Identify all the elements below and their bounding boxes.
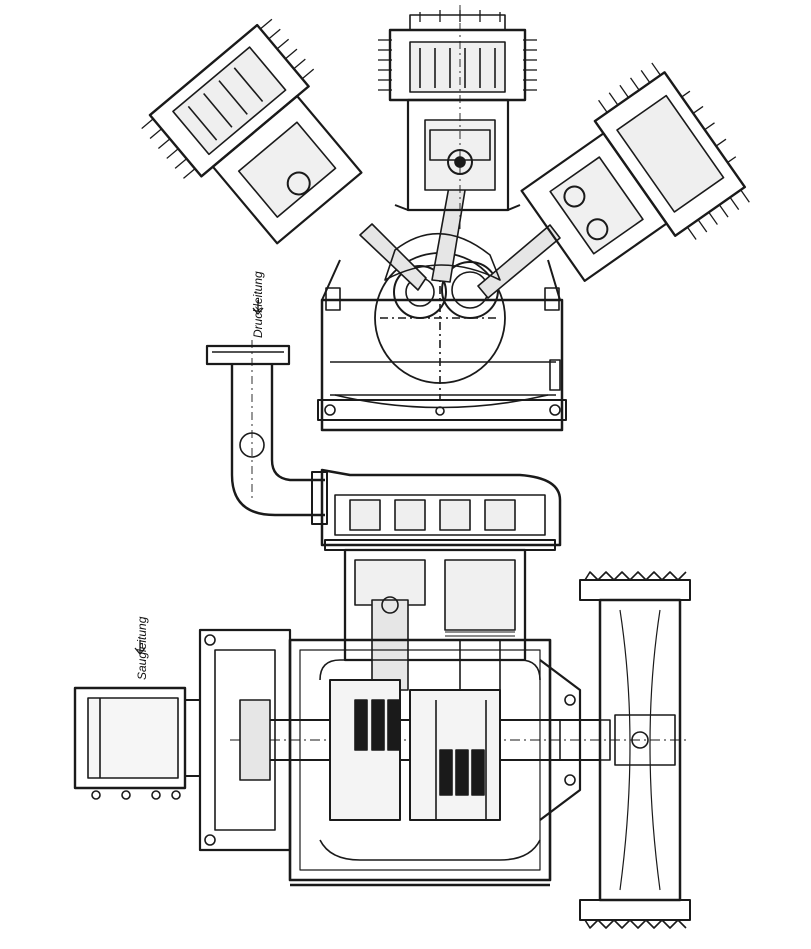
discharge-pipe bbox=[205, 300, 328, 525]
discharge-line-label: Druckleitung bbox=[251, 271, 265, 338]
lower-right-bearing bbox=[539, 659, 611, 821]
upper-crank-assembly bbox=[359, 169, 561, 400]
belt-pulley bbox=[579, 571, 691, 929]
lower-crankshaft bbox=[230, 679, 690, 821]
lower-valve-head bbox=[320, 468, 562, 551]
lower-suction-housing bbox=[73, 628, 292, 852]
upper-right-cylinder bbox=[520, 62, 750, 282]
upper-top-cylinder bbox=[378, 5, 537, 230]
lower-longitudinal-section bbox=[73, 468, 691, 929]
upper-left-cylinder bbox=[141, 18, 363, 245]
suction-line-label: Saugleitung bbox=[135, 616, 149, 680]
lower-cylinder-block bbox=[343, 548, 527, 701]
upper-crankcase bbox=[317, 287, 567, 432]
lower-crankcase bbox=[288, 638, 552, 887]
upper-cross-section-view bbox=[141, 5, 750, 432]
